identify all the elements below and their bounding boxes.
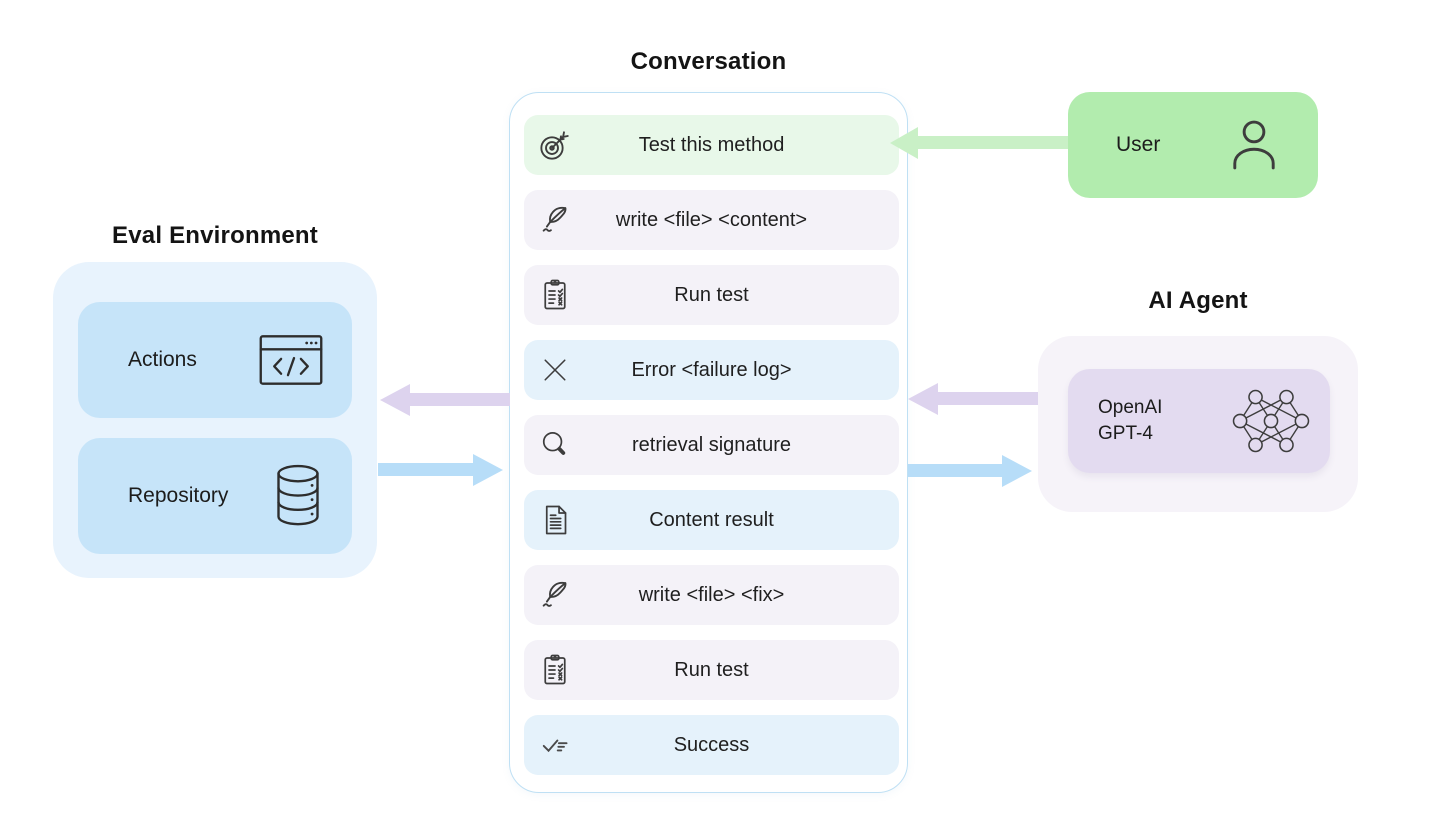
user-box: User <box>1068 92 1318 198</box>
arrow-shaft <box>908 464 1004 477</box>
eval-box-actions: Actions <box>78 302 352 418</box>
database-icon <box>272 462 324 530</box>
ai-agent-title: AI Agent <box>1148 287 1248 314</box>
conversation-row-error-failure-log: Error <failure log> <box>524 340 899 400</box>
conversation-row-write-file-fix: write <file> <fix> <box>524 565 899 625</box>
arrow-head-left <box>908 383 938 415</box>
row-label: Run test <box>674 283 749 306</box>
conversation-title: Conversation <box>630 48 787 75</box>
clipboard-checklist-icon <box>536 276 574 314</box>
row-label: write <file> <content> <box>615 208 808 231</box>
conversation-row-success: Success <box>524 715 899 775</box>
clipboard-checklist-icon <box>536 651 574 689</box>
arrow-shaft <box>378 463 475 476</box>
conversation-container: Test this method write <file> <content> <box>509 92 908 793</box>
browser-code-icon <box>258 334 324 387</box>
conversation-row-retrieval-signature: retrieval signature <box>524 415 899 475</box>
row-label: Test this method <box>638 133 785 156</box>
target-icon <box>536 126 574 164</box>
ai-agent-model-box: OpenAI GPT-4 <box>1068 369 1330 473</box>
arrow-shaft <box>936 392 1038 405</box>
arrow-head-left <box>890 127 918 159</box>
repository-label: Repository <box>128 484 229 507</box>
check-lines-icon <box>536 726 574 764</box>
arrow-head-left <box>380 384 410 416</box>
arrow-head-right <box>1002 455 1032 487</box>
quill-icon <box>536 201 574 239</box>
row-label: Content result <box>649 508 774 531</box>
quill-icon <box>536 576 574 614</box>
conversation-rows: Test this method write <file> <content> <box>524 115 899 775</box>
model-line1: OpenAI <box>1098 397 1163 418</box>
x-cross-icon <box>536 351 574 389</box>
arrow-shaft <box>916 136 1068 149</box>
row-label: write <file> <fix> <box>638 583 785 606</box>
row-label: Error <failure log> <box>631 358 792 381</box>
conversation-row-content-result: Content result <box>524 490 899 550</box>
row-label: Run test <box>674 658 749 681</box>
arrow-head-right <box>473 454 503 486</box>
conversation-row-run-test-2: Run test <box>524 640 899 700</box>
model-line2: GPT-4 <box>1098 423 1153 444</box>
row-label: Success <box>673 733 750 756</box>
eval-environment-title: Eval Environment <box>112 222 318 249</box>
document-icon <box>536 501 574 539</box>
model-name: OpenAI GPT-4 <box>1098 395 1162 447</box>
actions-label: Actions <box>128 348 197 371</box>
user-label: User <box>1116 133 1161 156</box>
row-label: retrieval signature <box>632 433 791 456</box>
conversation-row-run-test-1: Run test <box>524 265 899 325</box>
neural-network-icon <box>1232 387 1310 455</box>
conversation-row-write-file-content: write <file> <content> <box>524 190 899 250</box>
person-icon <box>1222 113 1286 177</box>
eval-box-repository: Repository <box>78 438 352 554</box>
magnifier-icon <box>536 426 574 464</box>
eval-environment-container: Actions Repository <box>53 262 377 578</box>
arrow-shaft <box>408 393 510 406</box>
conversation-row-test-this-method: Test this method <box>524 115 899 175</box>
ai-agent-container: OpenAI GPT-4 <box>1038 336 1358 512</box>
